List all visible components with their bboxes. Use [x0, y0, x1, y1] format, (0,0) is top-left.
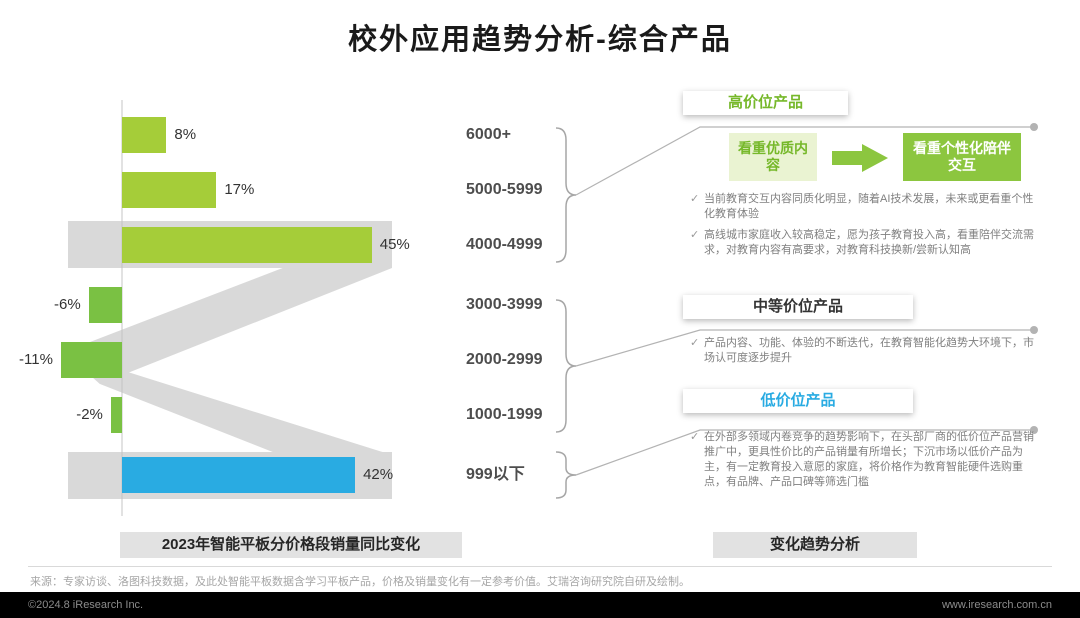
website-link[interactable]: www.iresearch.com.cn	[941, 599, 1052, 611]
price-segment-label: 2000-2999	[466, 351, 543, 368]
price-segment-label: 999以下	[466, 466, 525, 483]
bar-value-label: -6%	[54, 296, 81, 313]
bar-999以下	[122, 457, 356, 493]
checkmark-icon: ✓	[690, 431, 700, 443]
bar-value-label: 42%	[363, 466, 394, 483]
section-header-mid-price: 中等价位产品	[683, 295, 913, 319]
bar-4000-4999	[122, 227, 372, 263]
section-header-high-price: 高价位产品	[683, 91, 848, 115]
checkmark-icon: ✓	[690, 193, 700, 205]
bullet-list-high-price: ✓ 当前教育交互内容同质化明显，随着AI技术发展，未来或更看重个性化教育体验 ✓…	[690, 192, 1042, 264]
bullet-item: ✓ 产品内容、功能、体验的不断迭代，在教育智能化趋势大环境下，市场认可度逐步提升	[690, 336, 1042, 366]
chart-caption: 2023年智能平板分价格段销量同比变化	[120, 532, 462, 558]
bullet-text: 产品内容、功能、体验的不断迭代，在教育智能化趋势大环境下，市场认可度逐步提升	[704, 337, 1034, 364]
checkmark-icon: ✓	[690, 337, 700, 349]
footer-bar: ©2024.8 iResearch Inc. www.iresearch.com…	[0, 592, 1080, 618]
bullet-item: ✓ 当前教育交互内容同质化明显，随着AI技术发展，未来或更看重个性化教育体验	[690, 192, 1042, 222]
bar-value-label: -2%	[76, 406, 103, 423]
price-segment-label: 6000+	[466, 126, 511, 143]
bar-value-label: -11%	[19, 351, 53, 368]
flow-box-personalized-companion: 看重个性化陪伴交互	[903, 133, 1021, 181]
section-header-low-price: 低价位产品	[683, 389, 913, 413]
bullet-item: ✓ 在外部多领域内卷竞争的趋势影响下，在头部厂商的低价位产品营销推广中，更具性价…	[690, 430, 1042, 490]
bar-1000-1999	[110, 397, 122, 433]
bar-value-label: 17%	[224, 181, 255, 198]
bullet-list-low-price: ✓ 在外部多领域内卷竞争的趋势影响下，在头部厂商的低价位产品营销推广中，更具性价…	[690, 430, 1042, 496]
price-segment-label: 1000-1999	[466, 406, 543, 423]
price-segment-label: 3000-3999	[466, 296, 543, 313]
analysis-caption: 变化趋势分析	[713, 532, 917, 558]
bullet-item: ✓ 高线城市家庭收入较高稳定，愿为孩子教育投入高，看重陪伴交流需求，对教育内容有…	[690, 228, 1042, 258]
bar-3000-3999	[88, 287, 122, 323]
copyright-text: ©2024.8 iResearch Inc.	[28, 599, 144, 611]
flow-box-quality-content: 看重优质内容	[729, 133, 817, 181]
bar-value-label: 8%	[174, 126, 197, 143]
price-segment-label: 5000-5999	[466, 181, 543, 198]
price-segment-label: 4000-4999	[466, 236, 543, 253]
bullet-text: 当前教育交互内容同质化明显，随着AI技术发展，未来或更看重个性化教育体验	[704, 193, 1034, 220]
bar-value-label: 45%	[379, 236, 410, 253]
checkmark-icon: ✓	[690, 229, 700, 241]
divider-line	[28, 566, 1052, 567]
bullet-list-mid-price: ✓ 产品内容、功能、体验的不断迭代，在教育智能化趋势大环境下，市场认可度逐步提升	[690, 336, 1042, 372]
bullet-text: 在外部多领域内卷竞争的趋势影响下，在头部厂商的低价位产品营销推广中，更具性价比的…	[704, 431, 1034, 488]
page-title: 校外应用趋势分析-综合产品	[348, 24, 732, 56]
bullet-text: 高线城市家庭收入较高稳定，愿为孩子教育投入高，看重陪伴交流需求，对教育内容有高要…	[704, 229, 1034, 256]
bar-6000+	[122, 117, 167, 153]
bar-2000-2999	[60, 342, 122, 378]
source-footnote: 来源：专家访谈、洛图科技数据，及此处智能平板数据含学习平板产品，价格及销量变化有…	[30, 576, 690, 588]
bar-5000-5999	[122, 172, 217, 208]
